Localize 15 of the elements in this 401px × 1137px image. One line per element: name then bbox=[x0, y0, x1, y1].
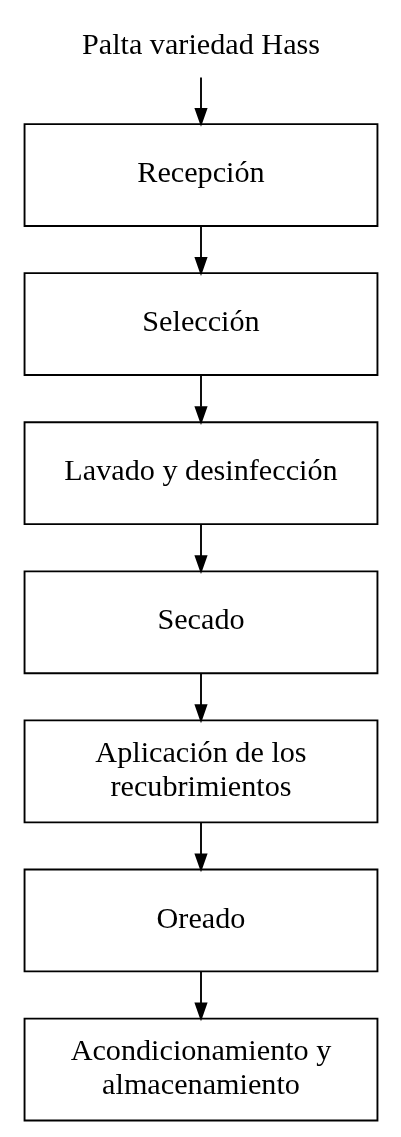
arrow bbox=[193, 76, 208, 127]
node-text: Palta variedad Hass bbox=[81, 26, 320, 61]
arrow bbox=[193, 374, 208, 426]
node-box: Selección bbox=[23, 272, 378, 376]
arrow bbox=[193, 523, 208, 575]
node-box: Oreado bbox=[23, 868, 378, 973]
node-box: Aplicación de los recubrimientos bbox=[23, 719, 378, 824]
node-box: Recepción bbox=[23, 123, 378, 227]
arrow bbox=[193, 970, 208, 1022]
arrow bbox=[193, 672, 208, 724]
node-box: Secado bbox=[23, 570, 378, 675]
arrow bbox=[193, 821, 208, 873]
node-box: Acondicionamiento y almacenamiento bbox=[23, 1017, 378, 1122]
node-box: Lavado y desinfección bbox=[23, 421, 378, 526]
arrow bbox=[193, 225, 208, 276]
